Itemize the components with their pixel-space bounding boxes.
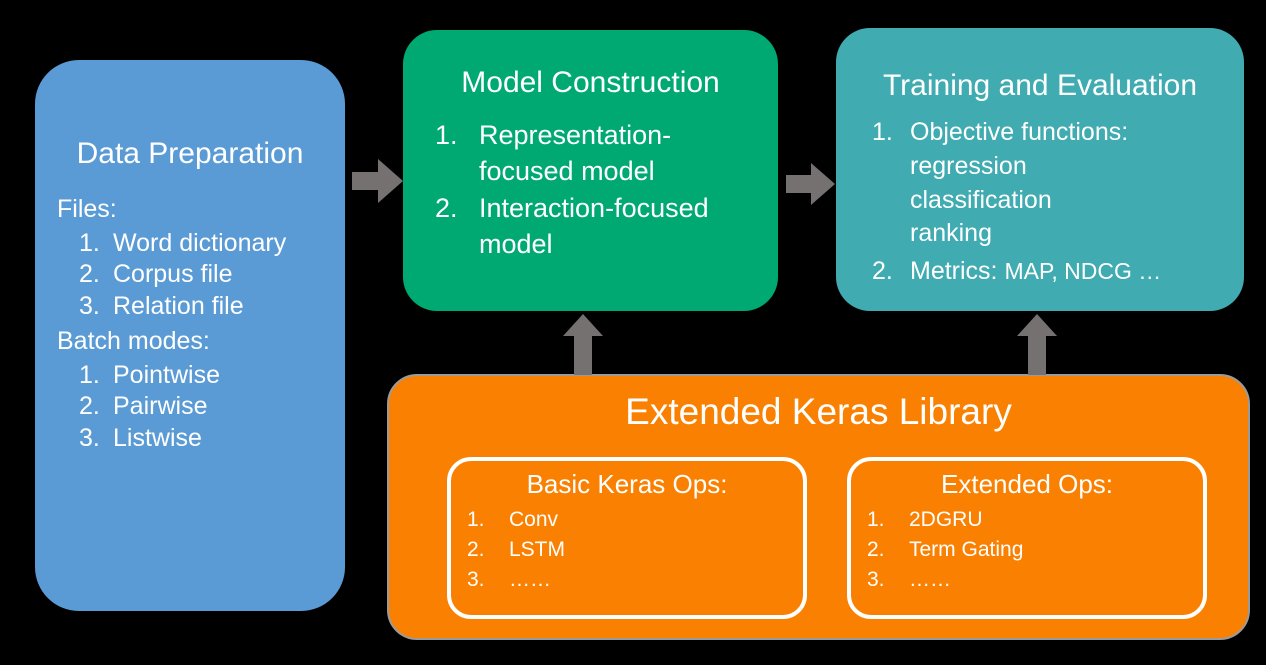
list-item: 1. Objective functions: [872, 116, 1236, 150]
objective-functions-list: regression classification ranking [872, 150, 1236, 251]
list-item: 1. Conv [467, 505, 803, 535]
list-item-number: 1. [467, 507, 485, 531]
list-item-label: …… [909, 568, 951, 592]
model-construction-list: 1. Representation-focused model 2. Inter… [435, 118, 762, 265]
files-group: Files: 1. Word dictionary 2. Corpus file… [57, 194, 335, 322]
data-preparation-box: Data Preparation Files: 1. Word dictiona… [35, 60, 345, 611]
list-item: 3. …… [467, 565, 803, 595]
list-item: 3. …… [867, 565, 1203, 595]
list-item-label: …… [509, 568, 551, 592]
list-item-label: Relation file [113, 291, 244, 320]
list-item-label: Conv [509, 507, 559, 531]
model-construction-title: Model Construction [461, 66, 720, 99]
list-item-number: 2. [79, 260, 100, 288]
list-item-number: 3. [867, 568, 885, 592]
extended-keras-library-title: Extended Keras Library [625, 391, 1012, 432]
list-item-number: 1. [867, 507, 885, 531]
list-item: 3. Relation file [57, 291, 335, 323]
arrow-right-model-to-training-icon [786, 163, 835, 205]
list-item: 1. Word dictionary [57, 228, 335, 260]
list-item-number: 2. [872, 257, 893, 285]
list-item: 2. Corpus file [57, 259, 335, 291]
list-item: 2. LSTM [467, 535, 803, 565]
arrow-up-keras-to-training-icon [1017, 314, 1057, 375]
list-item-label: LSTM [509, 538, 566, 562]
objective-item: ranking [910, 219, 992, 248]
list-item-label: Corpus file [113, 260, 233, 288]
list-item-number: 2. [435, 193, 458, 224]
list-item: 2. Interaction-focused model [435, 191, 762, 262]
files-label: Files: [57, 195, 117, 223]
list-item: 1. Representation-focused model [435, 118, 762, 189]
extended-keras-library-box: Extended Keras Library Basic Keras Ops: … [387, 374, 1250, 640]
list-item: 2. Metrics: MAP, NDCG … [872, 255, 1236, 289]
list-item-number: 2. [79, 392, 100, 420]
list-item-label: Objective functions: [910, 118, 1129, 146]
list-item-label: Word dictionary [113, 228, 287, 257]
basic-keras-ops-box: Basic Keras Ops: 1. Conv 2. LSTM 3. …… [447, 457, 807, 619]
list-item: 1. Pointwise [57, 360, 335, 392]
list-item-number: 3. [79, 291, 100, 320]
list-item-label: Representation-focused model [479, 120, 672, 186]
metrics-values: MAP, NDCG … [1004, 258, 1162, 284]
batch-modes-list: 1. Pointwise 2. Pairwise 3. Listwise [57, 360, 335, 455]
basic-keras-ops-list: 1. Conv 2. LSTM 3. …… [451, 505, 803, 596]
training-evaluation-body: 1. Objective functions: regression class… [872, 116, 1236, 289]
basic-keras-ops-title: Basic Keras Ops: [526, 469, 728, 499]
list-item-label: Pairwise [113, 392, 208, 420]
list-item: 3. Listwise [57, 423, 335, 455]
list-item-number: 2. [867, 538, 885, 562]
data-preparation-body: Files: 1. Word dictionary 2. Corpus file… [57, 194, 335, 454]
list-item-number: 1. [872, 118, 893, 146]
metrics-label: Metrics: [910, 257, 998, 285]
list-item: 2. Term Gating [867, 535, 1203, 565]
list-item: 1. 2DGRU [867, 505, 1203, 535]
batch-modes-label: Batch modes: [57, 327, 210, 355]
objective-item: regression [910, 151, 1027, 180]
extended-ops-list: 1. 2DGRU 2. Term Gating 3. …… [851, 505, 1203, 596]
list-item-number: 3. [79, 423, 100, 452]
training-evaluation-title: Training and Evaluation [882, 69, 1198, 102]
list-item: 2. Pairwise [57, 391, 335, 423]
files-list: 1. Word dictionary 2. Corpus file 3. Rel… [57, 228, 335, 323]
batch-modes-group: Batch modes: 1. Pointwise 2. Pairwise 3.… [57, 326, 335, 454]
list-item-number: 1. [79, 360, 100, 389]
data-preparation-title: Data Preparation [76, 137, 304, 170]
objective-item: classification [910, 185, 1052, 214]
list-item-label: Pointwise [113, 360, 220, 389]
list-item-label: Listwise [113, 423, 202, 452]
training-evaluation-box: Training and Evaluation 1. Objective fun… [836, 28, 1244, 311]
list-item-label: 2DGRU [909, 507, 983, 531]
arrow-right-data-prep-to-model-icon [352, 159, 403, 203]
extended-ops-title: Extended Ops: [941, 469, 1113, 499]
arrow-up-keras-to-model-icon [563, 314, 603, 375]
list-item-number: 2. [467, 538, 485, 562]
list-item-label: Interaction-focused model [479, 193, 709, 259]
list-item-number: 3. [467, 568, 485, 592]
extended-ops-box: Extended Ops: 1. 2DGRU 2. Term Gating 3.… [847, 457, 1207, 619]
list-item-number: 1. [79, 228, 100, 257]
list-item-label: Term Gating [909, 538, 1024, 562]
model-construction-box: Model Construction 1. Representation-foc… [403, 30, 778, 311]
list-item-number: 1. [435, 120, 458, 150]
